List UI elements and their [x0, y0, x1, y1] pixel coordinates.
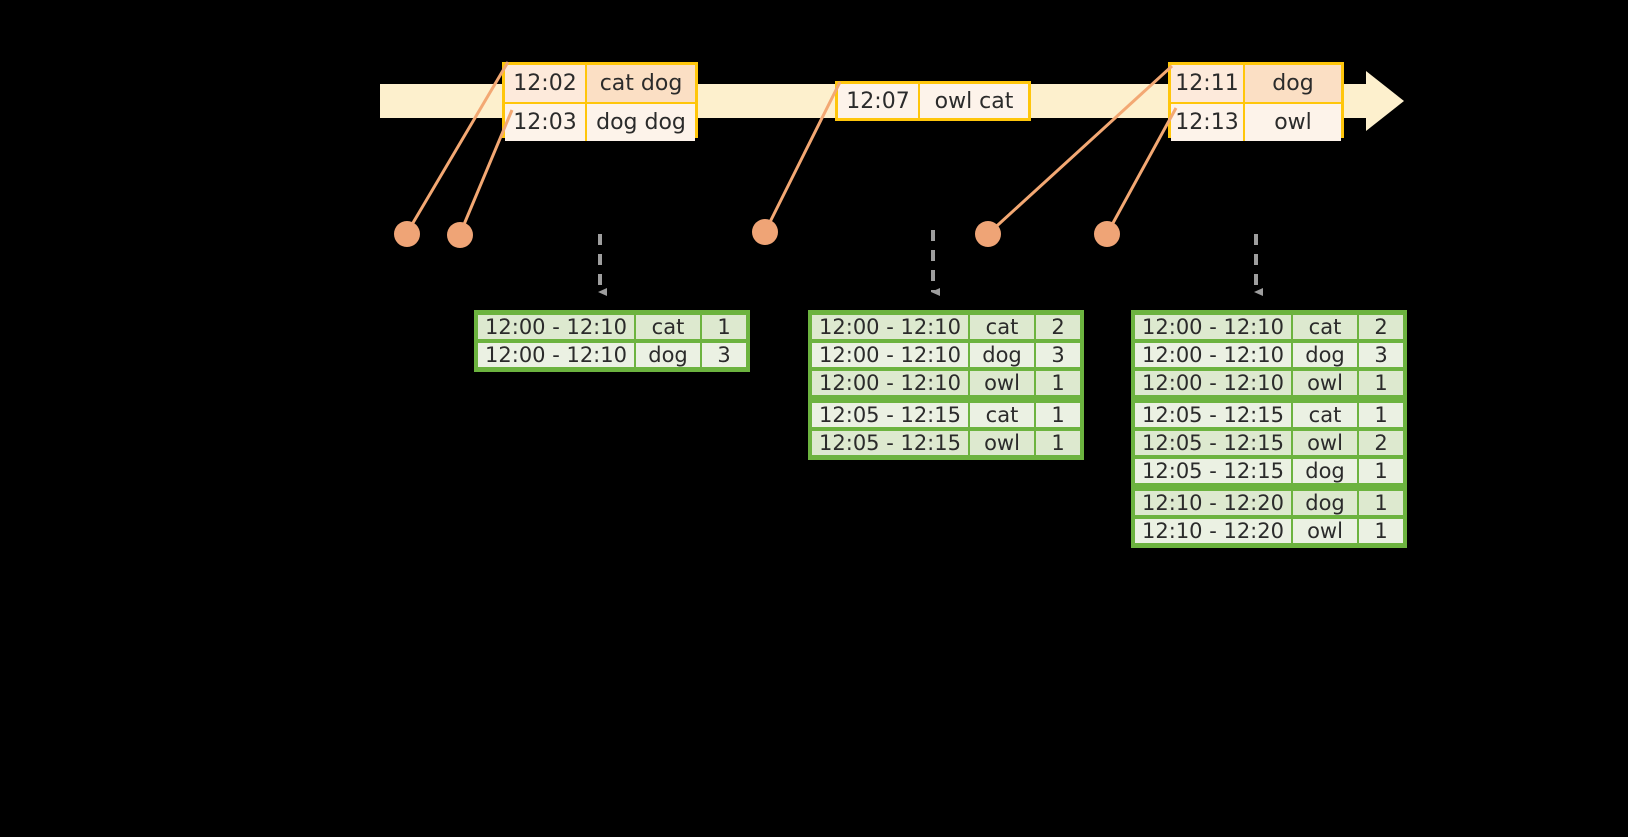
event-time: 12:07	[838, 84, 920, 118]
table-cell-count: 1	[1036, 371, 1080, 395]
table-cell-word: owl	[1293, 519, 1357, 543]
table-cell-word: owl	[970, 431, 1034, 455]
table-cell-count: 1	[1359, 371, 1403, 395]
table-cell-count: 1	[1036, 403, 1080, 427]
timeline-event-row[interactable]: 12:07 owl cat	[838, 84, 1028, 118]
table-cell-window: 12:05 - 12:15	[812, 431, 968, 455]
timeline-arrowhead	[1366, 71, 1404, 131]
table-cell-window: 12:00 - 12:10	[812, 371, 968, 395]
event-value: cat dog	[587, 65, 695, 102]
table-cell-window: 12:10 - 12:20	[1135, 519, 1291, 543]
table-cell-count: 1	[1359, 403, 1403, 427]
timeline-event-row[interactable]: 12:11 dog	[1171, 65, 1341, 102]
table-cell-window: 12:00 - 12:10	[1135, 315, 1291, 339]
event-dot[interactable]	[447, 222, 473, 248]
table-cell-word: owl	[970, 371, 1034, 395]
table-cell-count: 1	[1359, 491, 1403, 515]
window-group-separator	[1134, 397, 1404, 401]
table-cell-word: dog	[1293, 491, 1357, 515]
event-time: 12:11	[1171, 65, 1245, 102]
timeline-event-row[interactable]: 12:03 dog dog	[505, 102, 695, 141]
event-dot[interactable]	[1094, 221, 1120, 247]
table-cell-count: 1	[1359, 459, 1403, 483]
table-cell-window: 12:00 - 12:10	[478, 315, 634, 339]
table-cell-window: 12:00 - 12:10	[812, 343, 968, 367]
timeline-event-row[interactable]: 12:13 owl	[1171, 102, 1341, 141]
table-cell-window: 12:05 - 12:15	[812, 403, 968, 427]
table-cell-word: cat	[636, 315, 700, 339]
table-cell-word: dog	[970, 343, 1034, 367]
table-cell-count: 1	[1359, 519, 1403, 543]
timeline-event-group-2[interactable]: 12:07 owl cat	[835, 81, 1031, 121]
table-cell-word: cat	[970, 403, 1034, 427]
event-value: dog dog	[587, 104, 695, 141]
event-time: 12:13	[1171, 104, 1245, 141]
table-cell-window: 12:00 - 12:10	[812, 315, 968, 339]
table-cell-count: 3	[702, 343, 746, 367]
timeline-event-group-1[interactable]: 12:02 cat dog 12:03 dog dog	[502, 62, 698, 141]
event-dot[interactable]	[394, 221, 420, 247]
table-cell-window: 12:10 - 12:20	[1135, 491, 1291, 515]
table-cell-word: owl	[1293, 431, 1357, 455]
window-group-separator	[811, 397, 1081, 401]
table-cell-window: 12:05 - 12:15	[1135, 403, 1291, 427]
event-time: 12:03	[505, 104, 587, 141]
timeline-event-group-3[interactable]: 12:11 dog 12:13 owl	[1168, 62, 1344, 141]
table-cell-word: dog	[1293, 343, 1357, 367]
table-cell-word: owl	[1293, 371, 1357, 395]
table-cell-count: 3	[1036, 343, 1080, 367]
event-dot[interactable]	[975, 221, 1001, 247]
event-time: 12:02	[505, 65, 587, 102]
table-cell-window: 12:00 - 12:10	[1135, 343, 1291, 367]
table-cell-word: cat	[1293, 315, 1357, 339]
timeline-event-row[interactable]: 12:02 cat dog	[505, 65, 695, 102]
window-group-separator	[1134, 485, 1404, 489]
event-value: owl	[1245, 104, 1341, 141]
table-cell-word: dog	[1293, 459, 1357, 483]
table-cell-count: 3	[1359, 343, 1403, 367]
table-cell-window: 12:00 - 12:10	[1135, 371, 1291, 395]
table-cell-word: dog	[636, 343, 700, 367]
table-cell-word: cat	[1293, 403, 1357, 427]
table-cell-word: cat	[970, 315, 1034, 339]
table-cell-window: 12:05 - 12:15	[1135, 431, 1291, 455]
event-value: owl cat	[920, 84, 1028, 118]
table-cell-count: 2	[1359, 431, 1403, 455]
event-dot[interactable]	[752, 219, 778, 245]
table-cell-window: 12:05 - 12:15	[1135, 459, 1291, 483]
table-cell-count: 2	[1036, 315, 1080, 339]
table-cell-count: 1	[702, 315, 746, 339]
table-cell-count: 2	[1359, 315, 1403, 339]
connector-line	[1105, 107, 1178, 235]
table-cell-window: 12:00 - 12:10	[478, 343, 634, 367]
event-value: dog	[1245, 65, 1341, 102]
table-cell-count: 1	[1036, 431, 1080, 455]
